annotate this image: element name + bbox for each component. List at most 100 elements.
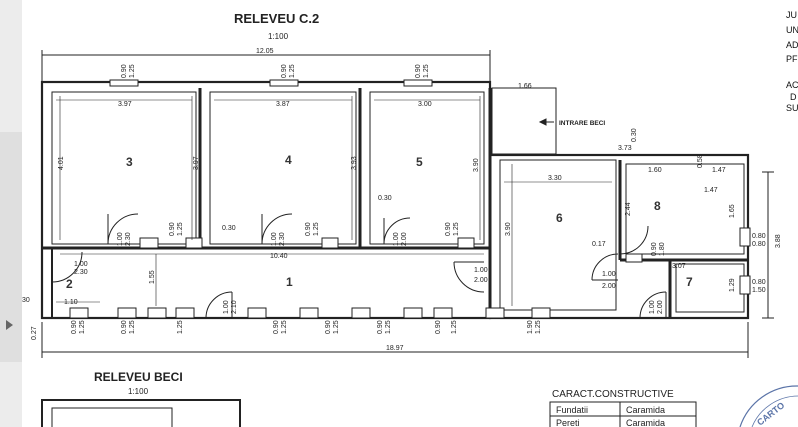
- caract-row1-label: Fundatii: [556, 405, 588, 415]
- dim-room4-offset: 0.30: [222, 225, 236, 232]
- side-text-7: SU: [786, 103, 798, 113]
- win-bot-1a: 0.90: [71, 320, 78, 334]
- side-text-4: PF: [786, 54, 798, 64]
- basement-scale: 1:100: [128, 387, 149, 396]
- basement-title: RELEVEU BECI: [94, 370, 183, 384]
- door-5-height: 2.10: [231, 300, 238, 314]
- dim-total-bottom: 18.97: [386, 345, 404, 352]
- dim-room4-height: 3.93: [351, 156, 358, 170]
- dim-hall-width: 10.40: [270, 253, 288, 260]
- dim-left-edge: 30: [22, 297, 30, 304]
- door-3-width: 1.00: [393, 232, 400, 246]
- win-bot-6b: 1.25: [385, 320, 392, 334]
- caract-row2-value: Caramida: [626, 418, 665, 427]
- win-bot-4b: 1.25: [281, 320, 288, 334]
- door-4-height: 2.00: [474, 277, 488, 284]
- win-int-2b: 1.25: [313, 222, 320, 236]
- side-text-2: UN: [786, 25, 798, 35]
- dim-side-388: 3.88: [775, 234, 782, 248]
- basement-outline: [41, 399, 241, 427]
- dim-room6-height: 3.90: [505, 222, 512, 236]
- room-3-label: 3: [126, 155, 133, 169]
- dim-room6-width: 3.30: [548, 175, 562, 182]
- dim-side-80c: 0.80: [752, 279, 766, 286]
- door-8-height: 1.80: [659, 242, 666, 256]
- dim-room7-height: 1.29: [729, 278, 736, 292]
- dim-room8-width2: 1.47: [712, 167, 726, 174]
- door-2-height: 2.30: [279, 232, 286, 246]
- dim-room3-height2: 3.97: [193, 156, 200, 170]
- door-3-height: 2.00: [401, 232, 408, 246]
- room-8-label: 8: [654, 199, 661, 213]
- dim-side-80a: 0.80: [752, 233, 766, 240]
- dim-hall-height: 1.55: [149, 270, 156, 284]
- win-bot-8a: 1.90: [527, 320, 534, 334]
- dim-ext-2: 3.73: [618, 145, 632, 152]
- win-top-2b: 1.25: [289, 64, 296, 78]
- dim-room5-height: 3.90: [473, 158, 480, 172]
- win-top-3a: 0.90: [415, 64, 422, 78]
- plan-title: RELEVEU C.2: [234, 11, 319, 26]
- win-top-1b: 1.25: [129, 64, 136, 78]
- side-text-1: JU: [786, 10, 797, 20]
- caract-row1-value: Caramida: [626, 405, 665, 415]
- win-bot-4a: 0.90: [273, 320, 280, 334]
- dim-room8-height: 2.44: [625, 202, 632, 216]
- win-int-2a: 0.90: [305, 222, 312, 236]
- win-top-3b: 1.25: [423, 64, 430, 78]
- room-4-label: 4: [285, 153, 292, 167]
- door-1-width: 1.00: [117, 232, 124, 246]
- outer-wall-main: [40, 80, 492, 320]
- dim-side-80b: 0.80: [752, 241, 766, 248]
- viewer-strip-shade: [0, 132, 22, 362]
- door-2-width: 1.00: [271, 232, 278, 246]
- dim-room3-height: 4.01: [58, 156, 65, 170]
- door-5-width: 1.00: [223, 300, 230, 314]
- win-bot-8b: 1.25: [535, 320, 542, 334]
- dim-room6-offset: 0.17: [592, 241, 606, 248]
- dim-room5-width: 3.00: [418, 101, 432, 108]
- door-6-width: 1.00: [602, 271, 616, 278]
- door-7-height: 2.00: [657, 300, 664, 314]
- caract-heading: CARACT.CONSTRUCTIVE: [552, 389, 674, 400]
- win-bot-7a: 0.90: [435, 320, 442, 334]
- entrance-label: INTRARE BECI: [559, 120, 605, 127]
- side-text-3: AD: [786, 40, 798, 50]
- door-6-height: 2.00: [602, 283, 616, 290]
- dim-room4-width: 3.87: [276, 101, 290, 108]
- door-8-width: 0.90: [651, 242, 658, 256]
- win-bot-1b: 1.25: [79, 320, 86, 334]
- dim-room8-width3: 1.47: [704, 187, 718, 194]
- win-bot-5a: 0.90: [325, 320, 332, 334]
- caract-row2-label: Pereti: [556, 418, 580, 427]
- room-2-label: 2: [66, 277, 73, 291]
- play-arrow-icon[interactable]: [6, 320, 13, 330]
- dim-room8-height3: 0.58: [697, 154, 704, 168]
- dim-room5-offset: 0.30: [378, 195, 392, 202]
- win-int-3b: 1.25: [453, 222, 460, 236]
- drawing-sheet: [22, 0, 798, 427]
- door-1-height: 2.30: [125, 232, 132, 246]
- win-bot-2a: 0.90: [121, 320, 128, 334]
- room-6-label: 6: [556, 211, 563, 225]
- plan-scale: 1:100: [268, 32, 289, 41]
- win-top-1a: 0.90: [121, 64, 128, 78]
- win-int-1a: 0.90: [169, 222, 176, 236]
- win-bot-7b: 1.25: [451, 320, 458, 334]
- dim-ext-1: 1.66: [518, 83, 532, 90]
- door-7-width: 1.00: [649, 300, 656, 314]
- door-2c-label: 1.10: [64, 299, 78, 306]
- win-bot-6a: 0.90: [377, 320, 384, 334]
- dim-side-150: 1.50: [752, 287, 766, 294]
- dim-room3-width: 3.97: [118, 101, 132, 108]
- door-4-width: 1.00: [474, 267, 488, 274]
- room-5-label: 5: [416, 155, 423, 169]
- win-bot-2b: 1.25: [129, 320, 136, 334]
- win-top-2a: 0.90: [281, 64, 288, 78]
- door-2b-width: 1.00: [74, 261, 88, 268]
- dim-left-bottom: 0.27: [31, 326, 38, 340]
- win-int-1b: 1.25: [177, 222, 184, 236]
- room-1-label: 1: [286, 275, 293, 289]
- dim-ext-3: 0.30: [631, 128, 638, 142]
